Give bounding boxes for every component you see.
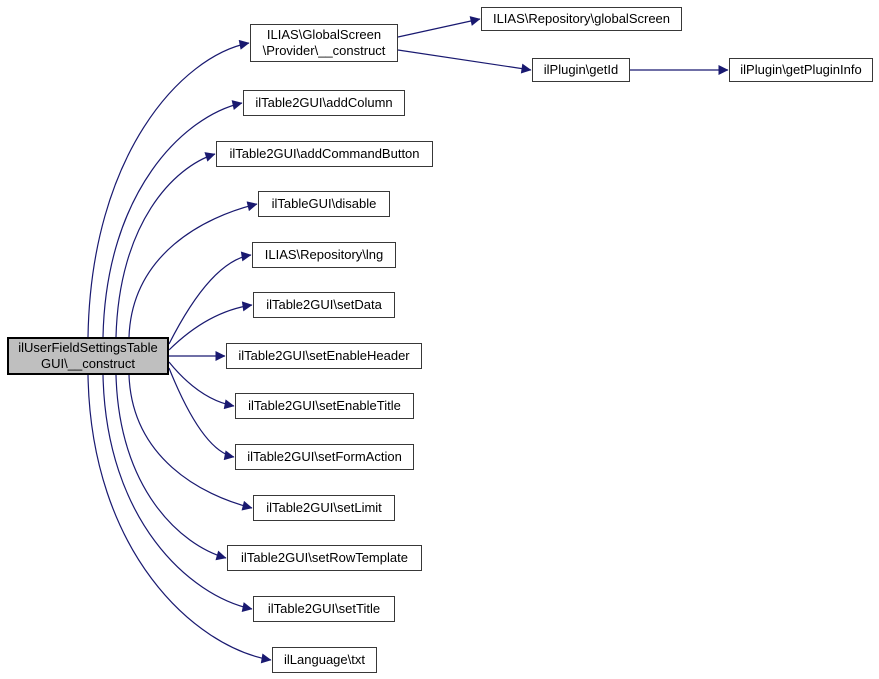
node-label-line: ilPlugin\getPluginInfo xyxy=(740,62,862,77)
edge-globalscreen-construct-to-repo-globalscreen xyxy=(397,16,481,38)
edge-globalscreen-construct-to-getid xyxy=(397,49,532,74)
edge-main-to-setenabletitle xyxy=(168,361,235,410)
edge-main-to-txt xyxy=(87,374,272,664)
edge-main-to-settitle xyxy=(102,374,253,612)
node-setenableheader[interactable]: ilTable2GUI\setEnableHeader xyxy=(226,343,422,369)
node-label-line: ILIAS\Repository\globalScreen xyxy=(492,11,671,26)
node-label-line: GUI\__construct xyxy=(41,356,135,371)
node-label-line: ilUserFieldSettingsTable xyxy=(18,340,158,355)
node-setrowtemplate[interactable]: ilTable2GUI\setRowTemplate xyxy=(227,545,422,571)
edge-main-to-setrowtemplate xyxy=(115,374,227,561)
node-addcommandbutton[interactable]: ilTable2GUI\addCommandButton xyxy=(216,141,433,167)
node-getid[interactable]: ilPlugin\getId xyxy=(532,58,630,82)
node-label-line: ILIAS\Repository\lng xyxy=(264,247,384,262)
edge-main-to-setlimit xyxy=(128,374,253,511)
node-setlimit[interactable]: ilTable2GUI\setLimit xyxy=(253,495,395,521)
node-label-line: ilTable2GUI\setEnableTitle xyxy=(248,398,401,413)
node-label-line: ilPlugin\getId xyxy=(543,62,619,77)
edge-main-to-disable xyxy=(128,201,258,338)
node-label-line: ilTable2GUI\setLimit xyxy=(266,500,382,515)
edge-main-to-addcolumn xyxy=(102,100,243,338)
node-label-line: ilTable2GUI\addCommandButton xyxy=(229,146,420,161)
node-label-line: ilTable2GUI\setRowTemplate xyxy=(241,550,408,565)
node-lng[interactable]: ILIAS\Repository\lng xyxy=(252,242,396,268)
edge-main-to-setformaction xyxy=(168,367,235,461)
node-label-line: ILIAS\GlobalScreen xyxy=(266,27,382,42)
node-setdata[interactable]: ilTable2GUI\setData xyxy=(253,292,395,318)
node-setformaction[interactable]: ilTable2GUI\setFormAction xyxy=(235,444,414,470)
node-label-line: \Provider\__construct xyxy=(262,43,386,58)
node-getplugininfo[interactable]: ilPlugin\getPluginInfo xyxy=(729,58,873,82)
node-txt[interactable]: ilLanguage\txt xyxy=(272,647,377,673)
edge-main-to-lng xyxy=(168,251,252,345)
node-label-line: ilTable2GUI\setData xyxy=(266,297,382,312)
node-repo-globalscreen[interactable]: ILIAS\Repository\globalScreen xyxy=(481,7,682,31)
node-label-line: ilTable2GUI\setFormAction xyxy=(247,449,402,464)
node-addcolumn[interactable]: ilTable2GUI\addColumn xyxy=(243,90,405,116)
node-disable[interactable]: ilTableGUI\disable xyxy=(258,191,390,217)
edge-main-to-addcommandbutton xyxy=(115,152,216,338)
node-label-line: ilTable2GUI\setEnableHeader xyxy=(238,348,410,363)
edge-main-to-globalscreen-construct xyxy=(87,39,250,338)
node-label-line: ilLanguage\txt xyxy=(284,652,365,667)
node-label-line: ilTableGUI\disable xyxy=(271,196,377,211)
edge-main-to-setdata xyxy=(168,301,253,351)
node-label-line: ilTable2GUI\addColumn xyxy=(255,95,393,110)
node-settitle[interactable]: ilTable2GUI\setTitle xyxy=(253,596,395,622)
node-setenabletitle[interactable]: ilTable2GUI\setEnableTitle xyxy=(235,393,414,419)
node-globalscreen-construct[interactable]: ILIAS\GlobalScreen\Provider\__construct xyxy=(250,24,398,62)
node-label-line: ilTable2GUI\setTitle xyxy=(267,601,381,616)
